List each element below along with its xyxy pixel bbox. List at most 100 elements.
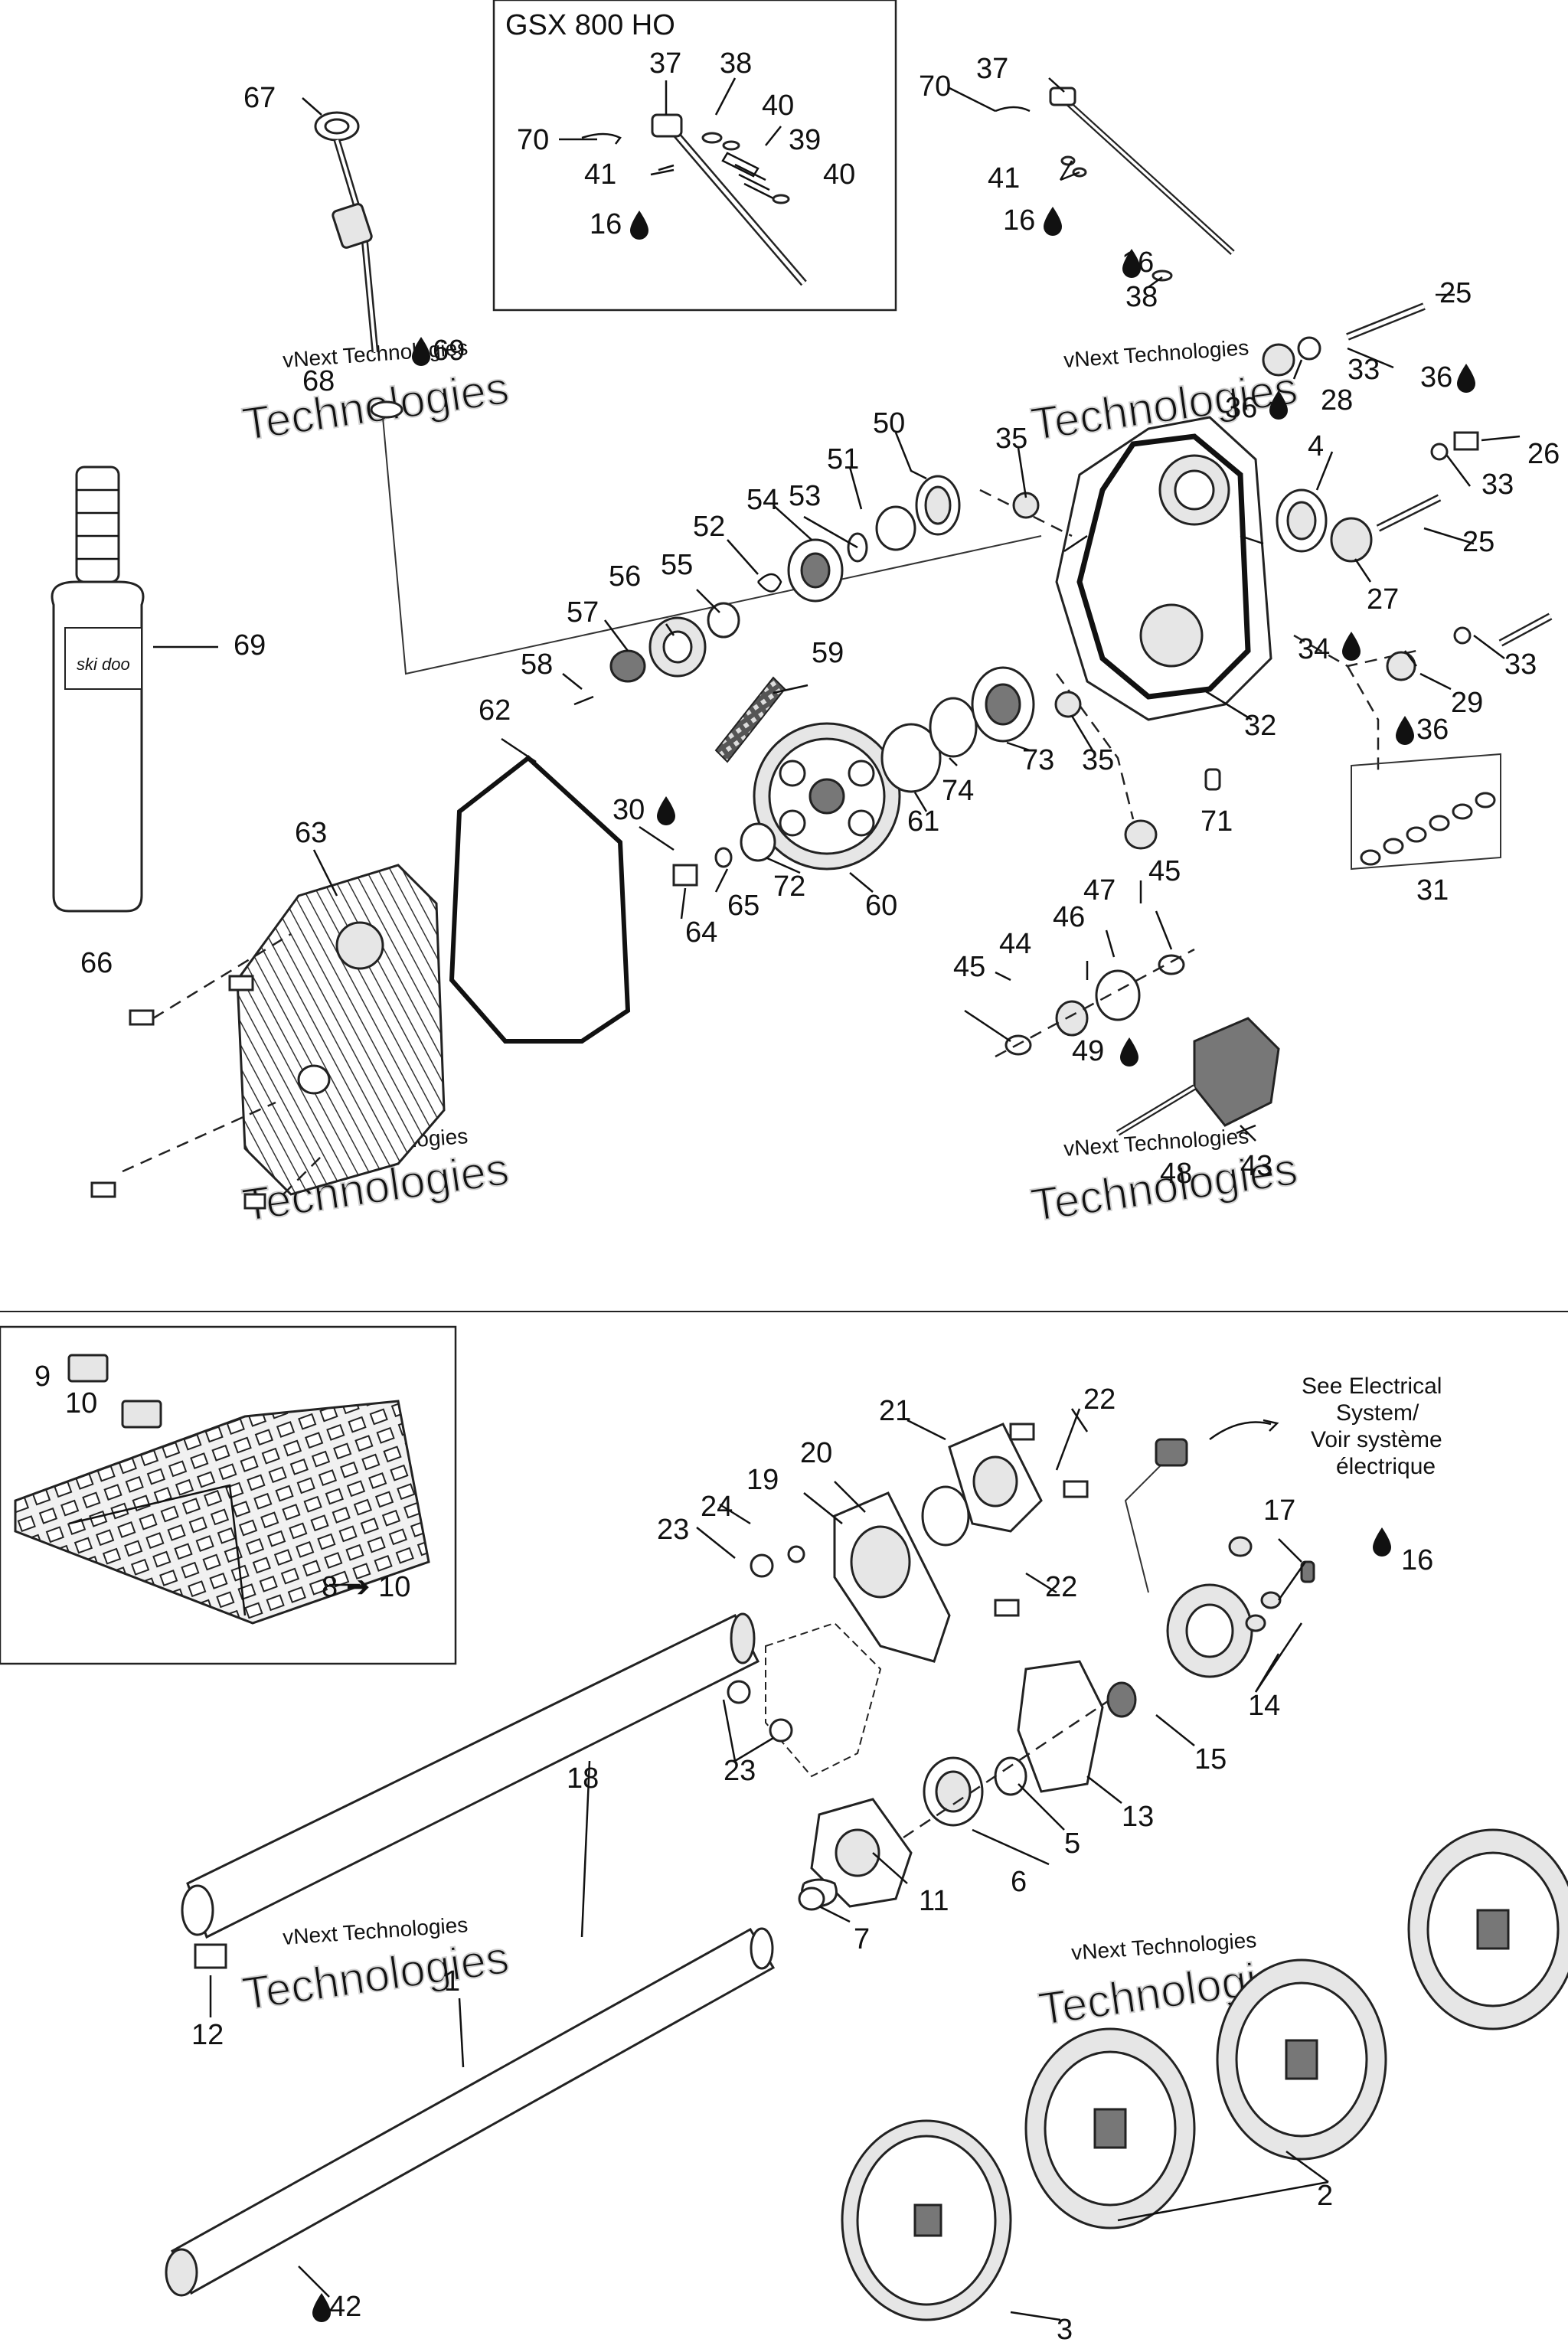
electrical-note-line: See Electrical: [1302, 1374, 1442, 1399]
part-label: 57: [567, 596, 599, 629]
part-label: 68: [302, 365, 335, 397]
electrical-note-line: System/: [1336, 1400, 1419, 1426]
upper-parts: [449, 87, 1553, 1044]
part-label: 54: [746, 484, 779, 516]
axle: [165, 1927, 776, 2297]
oil-drop-icon: [412, 337, 430, 366]
part-label: 49: [1072, 1035, 1104, 1067]
part-label: 33: [1481, 469, 1514, 501]
part-label: 36: [1225, 392, 1257, 424]
part-label: 74: [942, 775, 974, 807]
lower-parts: [727, 1419, 1315, 1911]
part-label: 65: [727, 890, 760, 922]
part-label: 39: [789, 124, 821, 156]
part-label: 55: [661, 549, 693, 581]
part-label: 40: [823, 158, 855, 191]
upper-labels: 67 69 68 70 37 38 40 39 41 40 16 70 37 4…: [80, 47, 1560, 1190]
part-label: 58: [521, 648, 553, 681]
part-label: 45: [1148, 855, 1181, 887]
part-label: 48: [1160, 1158, 1192, 1190]
part-label: 1: [444, 1965, 460, 1998]
part-label: 41: [584, 158, 616, 191]
part-label: 19: [746, 1464, 779, 1496]
part-label: 16: [1003, 204, 1035, 237]
bottle-brand: ski doo: [77, 655, 130, 674]
part-label: 5: [1064, 1828, 1080, 1860]
part-label: 17: [1263, 1494, 1295, 1527]
part-label: 63: [295, 817, 327, 849]
part-label: 7: [854, 1923, 870, 1955]
chaincase-cover: [90, 864, 446, 1210]
chaincase-housing: [1055, 416, 1272, 721]
part-label: 9: [34, 1361, 51, 1393]
part-label: 29: [1451, 687, 1483, 719]
part-label: 46: [1053, 901, 1085, 933]
track-inset: [0, 1325, 457, 1665]
electrical-note-line: Voir système: [1311, 1427, 1442, 1452]
oil-drop-icon: [1342, 632, 1361, 661]
watermark-large: Technologies: [239, 1932, 511, 2020]
part-label: 33: [1504, 648, 1537, 681]
oil-drop-icons: [312, 207, 1475, 2322]
part-label: 40: [762, 90, 794, 122]
part-label: 37: [649, 47, 681, 80]
part-label: 3: [1057, 2314, 1073, 2346]
oil-bottle: ski doo: [51, 466, 218, 913]
part-label: 62: [479, 694, 511, 727]
inset-title: GSX 800 HO: [505, 9, 675, 41]
part-label: 36: [1420, 361, 1452, 394]
part-label: 14: [1248, 1690, 1280, 1722]
bottle-label: 69: [234, 629, 266, 662]
part-label: 56: [609, 560, 641, 593]
part-label: 52: [693, 511, 725, 543]
oil-drop-icon: [1044, 207, 1062, 236]
part-label: 25: [1462, 526, 1494, 558]
part-label: 23: [724, 1755, 756, 1787]
oil-drop-icon: [630, 211, 648, 240]
part-label: 42: [329, 2291, 361, 2323]
part-label: 30: [612, 794, 645, 826]
part-label: 33: [1348, 354, 1380, 386]
gsx-inset: GSX 800 HO: [492, 0, 897, 312]
leader-lines: [209, 77, 1521, 2321]
part-label: 18: [567, 1762, 599, 1795]
part-label: 24: [701, 1491, 733, 1523]
oil-drop-icon: [1457, 364, 1475, 393]
part-label: 8 ➔ 10: [322, 1571, 410, 1603]
part-label: 38: [720, 47, 752, 80]
part-label: 43: [1240, 1150, 1272, 1182]
part-label: 60: [865, 890, 897, 922]
part-label: 71: [1200, 805, 1233, 838]
drive-shaft: [181, 1612, 760, 1969]
oil-drop-icon: [657, 796, 675, 825]
part-label: 41: [988, 162, 1020, 194]
part-label: 16: [1401, 1544, 1433, 1576]
part-label: 38: [1125, 281, 1158, 313]
part-label: 72: [773, 871, 805, 903]
part-label: 13: [1122, 1801, 1154, 1833]
part-label: 31: [1416, 874, 1449, 906]
part-label: 16: [590, 208, 622, 240]
dipstick: [314, 111, 1042, 675]
part-label: 51: [827, 443, 859, 475]
electrical-note-line: électrique: [1336, 1454, 1436, 1479]
part-label: 36: [1416, 714, 1449, 746]
lower-labels: 9 10 8 ➔ 10 21 22 20 19 24 23 22 23 18 1…: [34, 1361, 1442, 2346]
watermark-text: vNext Technologies: [1063, 335, 1250, 372]
part-label: 66: [80, 947, 113, 979]
part-label: 4: [1308, 430, 1324, 462]
part-label: 27: [1367, 583, 1399, 616]
part-label: 11: [919, 1885, 949, 1917]
part-label: 44: [999, 928, 1031, 960]
part-label: 70: [919, 70, 951, 103]
part-label: 45: [953, 951, 985, 983]
part-label: 12: [191, 2019, 224, 2051]
oil-drop-icon: [1396, 716, 1414, 745]
part-label: 15: [1194, 1743, 1227, 1775]
part-label: 69: [433, 335, 465, 367]
part-label: 23: [657, 1514, 689, 1546]
part-label: 70: [517, 124, 549, 156]
tensioner: [995, 948, 1280, 1136]
part-label: 26: [1527, 438, 1560, 470]
